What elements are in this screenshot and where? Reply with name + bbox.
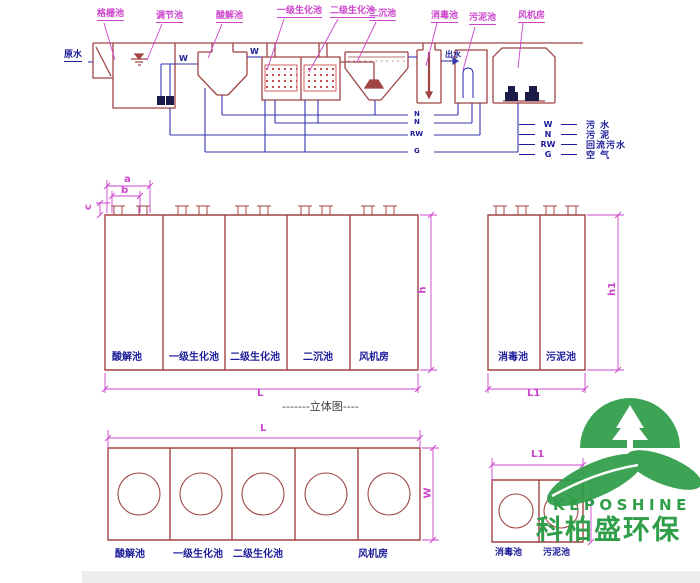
plan-view-title: -------立体图---- (282, 400, 359, 413)
legend-line (561, 123, 577, 125)
elev-cell-sludge: 污泥池 (546, 352, 576, 363)
dim-L-label: L (257, 388, 264, 399)
disinfection-pool-label: 消毒池 (431, 11, 459, 23)
legend-name-w: 污 水 (586, 120, 611, 131)
plan-cell-bio1: 一级生化池 (173, 549, 223, 560)
raw-water-label: 原水 (64, 50, 83, 62)
legend-name-n: 污 泥 (586, 130, 611, 141)
legend-line (519, 123, 535, 125)
legend-line (519, 153, 535, 155)
legend-code-n: N (544, 129, 552, 139)
elev-cell-fan: 风机房 (359, 352, 389, 363)
pipe-w1-label: W (179, 54, 188, 63)
manifold-rw-label: RW (410, 130, 424, 138)
dim-a-label: a (124, 174, 131, 185)
legend-code-rw: RW (540, 139, 556, 149)
dim-b-label: b (121, 185, 129, 196)
plan-cell-acid: 酸解池 (115, 549, 145, 560)
elev-cell-bio2: 二级生化池 (230, 352, 280, 363)
legend-row-rw: RW 回流污水 (519, 139, 627, 151)
manifold-g-label: G (414, 147, 420, 155)
equalization-pool-label: 调节池 (156, 11, 184, 23)
dim-h1-label: h1 (607, 281, 619, 297)
flow-tanks (92, 42, 583, 109)
bottom-strip (82, 571, 700, 583)
fan-room-label: 风机房 (518, 11, 546, 23)
pipe-legend: W 污 水 N 污 泥 RW 回流污水 G 空 气 (519, 119, 627, 161)
legend-line (519, 143, 535, 145)
grid-pool-label: 格栅池 (97, 9, 125, 21)
elev-cell-bio1: 一级生化池 (169, 352, 219, 363)
flow-pipes (88, 56, 519, 153)
legend-code-w: W (543, 119, 553, 129)
keposhine-logo-mark (546, 398, 700, 507)
manifold-n1-label: N (414, 110, 420, 118)
acid-pool-label: 酸解池 (216, 11, 244, 23)
dim-c-label: c (82, 204, 94, 210)
elev-cell-clarifier: 二沉池 (303, 352, 333, 363)
plan-cell-disinfection: 消毒池 (495, 548, 523, 558)
plan-walls (107, 447, 584, 543)
elev-cell-acid: 酸解池 (112, 352, 142, 363)
plan-cell-bio2: 二级生化池 (233, 549, 283, 560)
legend-line (561, 133, 577, 135)
sludge-pool-label: 污泥池 (469, 13, 497, 25)
watermark-company: 科柏盛环保 (536, 515, 681, 546)
legend-name-g: 空 气 (586, 150, 611, 161)
elevation-dimensions (96, 180, 624, 393)
legend-name-rw: 回流污水 (586, 140, 627, 151)
watermark-brand: KEPOSHINE (553, 496, 691, 514)
elev-cell-disinfection: 消毒池 (498, 352, 528, 363)
plan-dim-L-label: L (260, 423, 267, 434)
plan-dim-L1-label: L1 (531, 449, 545, 460)
equipment-symbols (157, 86, 539, 105)
legend-line (561, 153, 577, 155)
bio1-pool-label: 一级生化池 (277, 6, 323, 18)
legend-line (561, 143, 577, 145)
bio2-pool-label: 二级生化池 (330, 6, 376, 18)
plan-dim-W-label: W (422, 487, 434, 499)
legend-line (519, 133, 535, 135)
legend-code-g: G (544, 149, 552, 159)
manifold-n2-label: N (414, 118, 420, 126)
dim-h-label: h (417, 286, 429, 294)
dim-L1-label: L1 (527, 388, 541, 399)
pipe-w2-label: W (250, 47, 259, 56)
clarifier-pool-label: 二沉池 (369, 9, 397, 21)
elevation-walls (104, 205, 586, 371)
outflow-label: 出水 (445, 50, 461, 59)
plan-cell-fan: 风机房 (358, 549, 388, 560)
label-leaders (103, 18, 524, 73)
plan-cell-sludge: 污泥池 (543, 548, 571, 558)
